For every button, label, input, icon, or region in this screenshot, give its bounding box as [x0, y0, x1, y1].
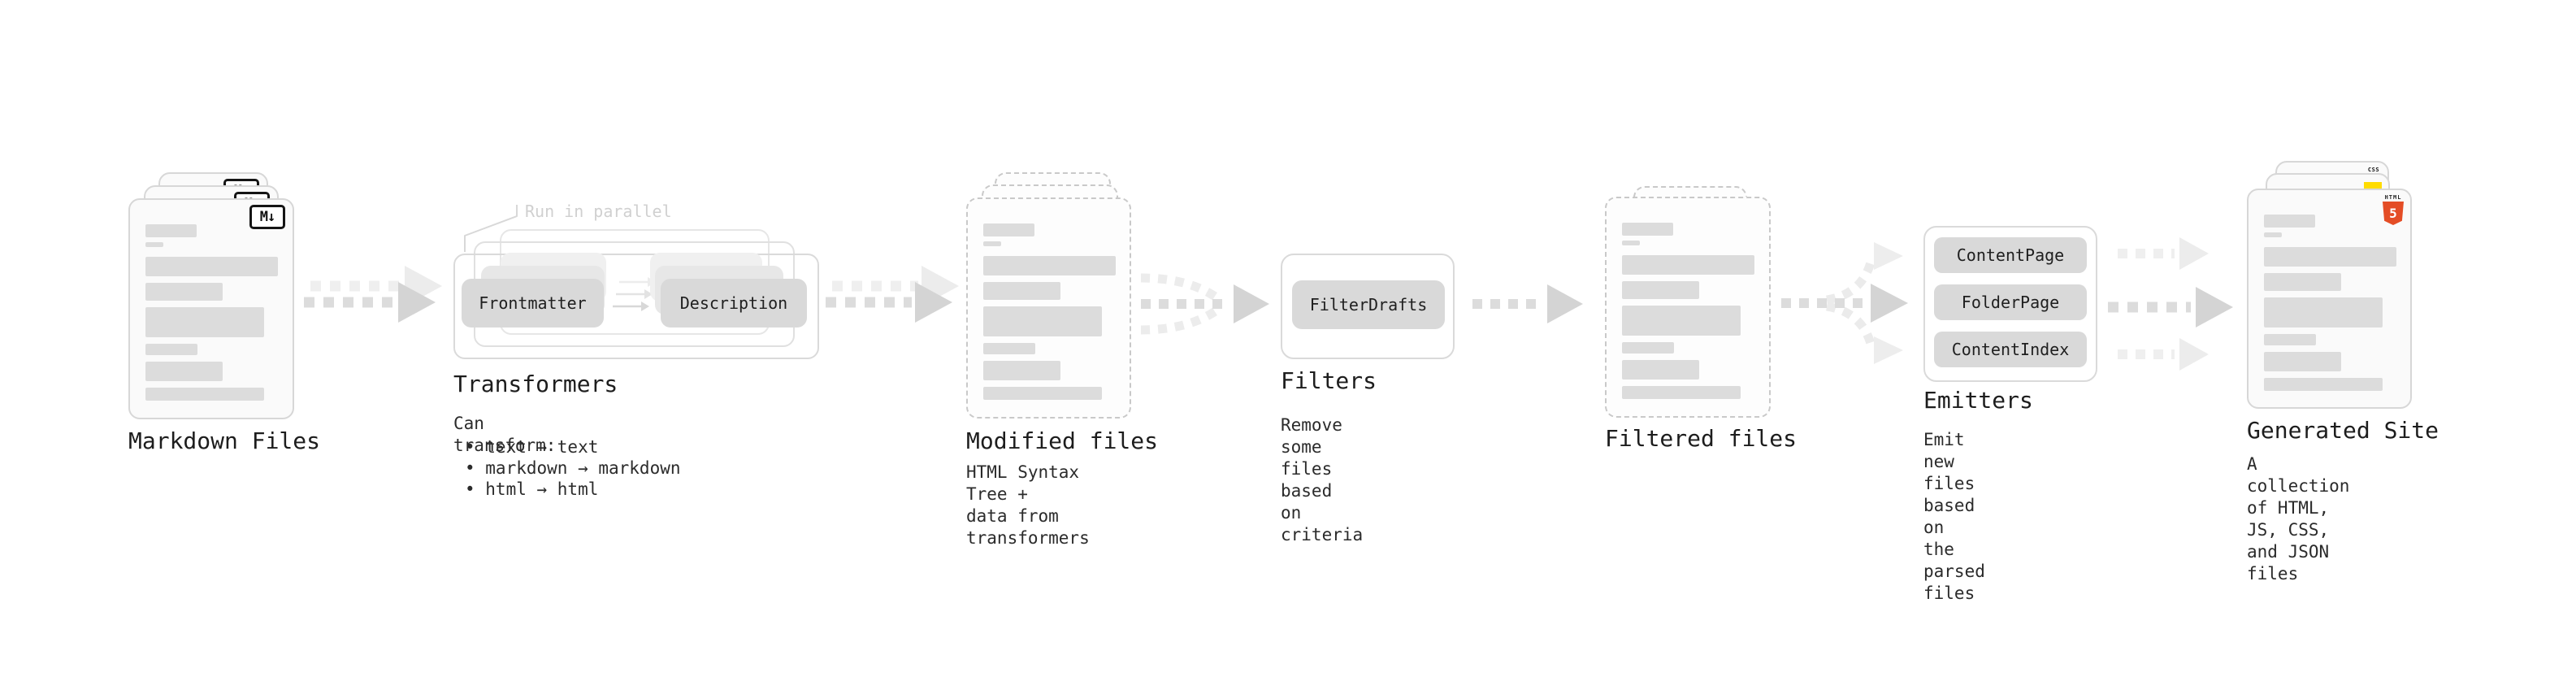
filters-box	[1281, 254, 1455, 359]
bullet-item: • text → text	[465, 437, 599, 457]
generated-site-subtitle: A collection of HTML, JS, CSS, and JSON …	[2247, 454, 2350, 583]
placeholder-bar	[1622, 255, 1754, 275]
css-logo-word: CSS	[2367, 167, 2380, 173]
placeholder-bar	[1622, 281, 1699, 299]
html5-logo-shield: 5	[2383, 202, 2404, 225]
placeholder-bar	[2264, 352, 2341, 371]
placeholder-bar	[145, 307, 264, 337]
stage-title-markdown-files: Markdown Files	[128, 427, 321, 454]
filters-subtitle: Remove some files based on criteria	[1281, 415, 1364, 544]
emitter-pill-contentindex: ContentIndex	[1934, 332, 2087, 367]
file-card-dashed	[966, 197, 1131, 419]
arrow-emitters-to-generated	[2108, 237, 2233, 371]
html5-logo-number: 5	[2389, 206, 2397, 221]
arrow-markdown-to-transformers	[304, 266, 442, 323]
placeholder-bar	[1622, 386, 1741, 399]
placeholder-bar	[2264, 378, 2383, 391]
placeholder-bar	[145, 257, 278, 276]
file-content-placeholder	[983, 199, 1116, 400]
placeholder-bar	[145, 344, 197, 355]
placeholder-bar	[145, 283, 223, 301]
html5-logo-icon: HTML 5	[2383, 194, 2404, 225]
placeholder-bar	[2264, 334, 2316, 345]
placeholder-bar	[983, 223, 1034, 236]
stage-title-generated-site: Generated Site	[2247, 417, 2439, 444]
run-in-parallel-note: Run in parallel	[525, 202, 672, 221]
emitters-box	[1923, 226, 2097, 382]
emitters-subtitle: Emit new files based on the parsed files	[1923, 430, 1985, 603]
transformers-body-heading: Can transform:	[453, 414, 557, 455]
arrow-modified-to-filters-merge	[1140, 273, 1269, 335]
placeholder-bar	[983, 282, 1060, 300]
placeholder-bar	[2264, 273, 2341, 291]
file-card-dashed	[1605, 197, 1771, 418]
arrow-transformers-to-modified	[826, 266, 959, 323]
file-card: M↓	[128, 198, 294, 419]
placeholder-bar	[1622, 306, 1741, 336]
arrow-filters-to-filtered	[1472, 284, 1583, 323]
placeholder-bar	[1622, 241, 1640, 245]
transformer-pill-frontmatter: Frontmatter	[462, 279, 604, 327]
placeholder-bar	[145, 362, 223, 381]
placeholder-bar	[983, 343, 1035, 354]
placeholder-bar	[145, 388, 264, 401]
transformer-pill-description: Description	[661, 279, 807, 327]
placeholder-bar	[2264, 297, 2383, 327]
emitter-pill-contentpage: ContentPage	[1934, 237, 2087, 273]
placeholder-bar	[2264, 247, 2396, 267]
bullet-item: • markdown → markdown	[465, 458, 681, 478]
placeholder-bar	[145, 242, 163, 247]
stage-title-filtered-files: Filtered files	[1605, 425, 1798, 452]
placeholder-bar	[1622, 360, 1699, 380]
placeholder-bar	[2264, 232, 2282, 237]
arrow-filtered-to-emitters-fork	[1781, 242, 1908, 364]
transformers-bullet-list: • text → text • markdown → markdown • ht…	[465, 436, 681, 500]
modified-files-subtitle: HTML Syntax Tree + data from transformer…	[966, 462, 1090, 548]
stage-title-emitters: Emitters	[1923, 387, 2033, 414]
markdown-icon: M↓	[249, 205, 285, 229]
stage-title-transformers: Transformers	[453, 371, 618, 397]
emitter-pill-folderpage: FolderPage	[1934, 284, 2087, 320]
file-content-placeholder	[2264, 190, 2396, 391]
html5-logo-word: HTML	[2384, 194, 2402, 201]
placeholder-bar	[1622, 342, 1674, 354]
bullet-item: • html → html	[465, 479, 599, 499]
placeholder-bar	[983, 306, 1102, 336]
stage-title-modified-files: Modified files	[966, 427, 1159, 454]
placeholder-bar	[983, 387, 1102, 400]
file-card-html: HTML 5	[2247, 189, 2412, 409]
placeholder-bar	[145, 224, 197, 237]
filter-pill-filterdrafts: FilterDrafts	[1292, 280, 1445, 329]
transformer-box-front	[453, 254, 819, 359]
stage-title-filters: Filters	[1281, 367, 1377, 394]
placeholder-bar	[2264, 215, 2315, 228]
file-content-placeholder	[145, 200, 278, 401]
placeholder-bar	[983, 361, 1060, 380]
placeholder-bar	[983, 241, 1001, 246]
placeholder-bar	[1622, 223, 1673, 236]
file-content-placeholder	[1622, 198, 1754, 399]
placeholder-bar	[983, 256, 1116, 275]
